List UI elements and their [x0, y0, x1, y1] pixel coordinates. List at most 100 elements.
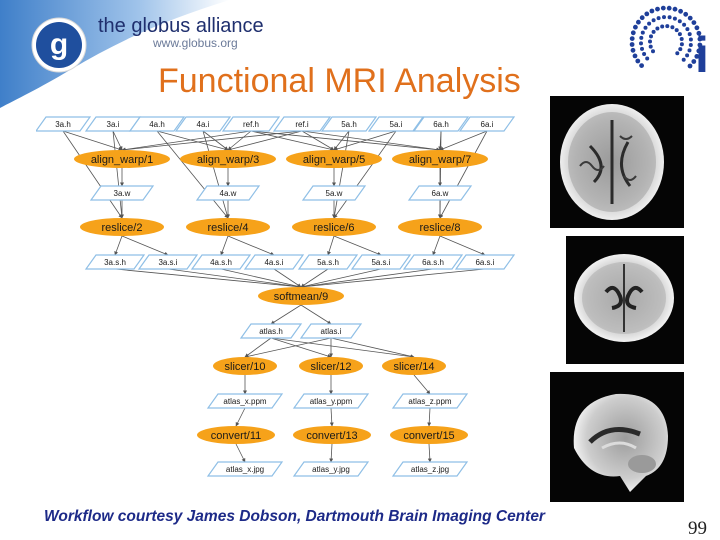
file-node-label: atlas_x.ppm [223, 397, 266, 406]
job-node-label: reslice/8 [420, 222, 461, 234]
job-node-label: convert/11 [211, 430, 262, 442]
workflow-edge-refi-to-aw1 [121, 130, 303, 152]
file-node-f5aw: 5a.w [301, 185, 367, 201]
file-node-label: 6a.s.i [475, 258, 494, 267]
workflow-edge-rs4-to-f4ash [220, 235, 229, 256]
file-node-shape [350, 254, 412, 270]
file-node-shape [174, 116, 232, 132]
file-node-atlasz_jpg: atlas_z.jpg [391, 461, 469, 477]
workflow-edge-f5ah-to-aw5 [333, 130, 350, 151]
brain-scan-sagittal-image [550, 372, 684, 502]
file-node-shape [391, 393, 469, 409]
job-node-shape [180, 150, 276, 168]
file-node-label: 4a.h [149, 120, 165, 129]
globus-logo-letter: g [50, 28, 68, 61]
file-node-f4asi: 4a.s.i [243, 254, 305, 270]
job-node-shape [258, 287, 344, 305]
file-node-f6asi: 6a.s.i [454, 254, 516, 270]
workflow-edge-f5ah-to-rs6 [332, 130, 350, 219]
file-node-label: atlas_z.ppm [408, 397, 451, 406]
brain-scan-axial-2-image [566, 236, 684, 364]
workflow-edge-rs4-to-f4asi [227, 235, 275, 256]
file-node-shape [89, 185, 155, 201]
file-node-label: 3a.w [114, 189, 131, 198]
job-node-rs8: reslice/8 [398, 218, 482, 236]
file-node-f3ash: 3a.s.h [84, 254, 146, 270]
job-node-sl14: slicer/14 [382, 357, 446, 375]
file-node-shape [454, 254, 516, 270]
workflow-edge-refh-to-aw7 [250, 130, 441, 152]
file-node-label: 3a.s.h [104, 258, 126, 267]
job-node-shape [293, 426, 371, 444]
workflow-edge-f3ah-to-rs2 [62, 130, 123, 219]
job-node-label: align_warp/3 [197, 154, 259, 166]
workflow-edge-cv15-to-atlasz_jpg [427, 443, 432, 463]
file-node-atlasz_ppm: atlas_z.ppm [391, 393, 469, 409]
file-node-label: ref.h [243, 120, 259, 129]
file-node-label: 4a.s.h [210, 258, 232, 267]
job-node-cv13: convert/13 [293, 426, 371, 444]
workflow-edge-f6ah-to-rs8 [438, 130, 443, 219]
job-node-shape [80, 218, 164, 236]
workflow-edge-refi-to-aw7 [301, 130, 441, 152]
workflow-edge-atlasi-to-sl10 [244, 337, 332, 359]
file-node-shape [243, 254, 305, 270]
file-node-shape [137, 254, 199, 270]
job-node-label: align_warp/7 [409, 154, 471, 166]
workflow-edge-refh-to-aw1 [121, 130, 252, 152]
file-node-shape [221, 116, 281, 132]
job-node-shape [390, 426, 468, 444]
file-node-label: 4a.s.i [264, 258, 283, 267]
workflow-edge-f6ai-to-rs8 [439, 130, 488, 219]
workflow-edge-f6ash-to-sm9 [300, 268, 434, 289]
file-node-label: 6a.i [481, 120, 494, 129]
workflow-edge-f4ai-to-rs4 [202, 130, 229, 219]
workflow-edge-f5asi-to-sm9 [300, 268, 382, 289]
file-node-f6ash: 6a.s.h [402, 254, 464, 270]
job-node-label: slicer/14 [394, 361, 435, 373]
job-node-shape [299, 357, 363, 375]
workflow-edge-atlasx_ppm-to-cv11 [235, 407, 246, 427]
file-node-label: 5a.s.h [317, 258, 339, 267]
file-node-shape [292, 461, 370, 477]
job-node-label: reslice/2 [102, 222, 143, 234]
file-node-shape [128, 116, 186, 132]
workflow-edge-refi-to-aw5 [301, 130, 335, 151]
file-node-shape [407, 185, 473, 201]
workflow-edge-sm9-to-atlash [270, 304, 302, 325]
file-node-label: atlas_z.jpg [411, 465, 449, 474]
file-node-label: 4a.w [220, 189, 237, 198]
workflow-edge-rs8-to-f6asi [439, 235, 486, 256]
job-node-shape [213, 357, 277, 375]
file-node-f4ash: 4a.s.h [190, 254, 252, 270]
workflow-edge-atlasi-to-sl14 [330, 337, 415, 359]
file-node-label: 4a.i [197, 120, 210, 129]
job-node-aw1: align_warp/1 [74, 150, 170, 168]
workflow-edge-f4ah-to-aw3 [156, 130, 229, 152]
file-node-f4ai: 4a.i [174, 116, 232, 132]
job-node-aw3: align_warp/3 [180, 150, 276, 168]
job-node-shape [74, 150, 170, 168]
workflow-edge-f4ah-to-rs4 [156, 130, 229, 219]
file-node-label: 5a.s.i [371, 258, 390, 267]
file-node-refi: ref.i [272, 116, 332, 132]
workflow-edge-f6ai-to-aw7 [439, 130, 488, 151]
file-node-f4ah: 4a.h [128, 116, 186, 132]
file-node-f5ash: 5a.s.h [297, 254, 359, 270]
file-node-f5ai: 5a.i [367, 116, 425, 132]
workflow-edge-sm9-to-atlasi [300, 304, 332, 325]
job-node-label: slicer/12 [311, 361, 352, 373]
file-node-label: ref.i [295, 120, 309, 129]
workflow-edge-rs2-to-f3ash [114, 235, 123, 256]
workflow-edge-atlash-to-sl12 [270, 337, 332, 358]
workflow-edge-rs2-to-f3asi [121, 235, 169, 256]
file-node-shape [458, 116, 516, 132]
file-node-f4aw: 4a.w [195, 185, 261, 201]
file-node-label: atlas_y.jpg [312, 465, 350, 474]
job-node-label: convert/15 [403, 430, 454, 442]
file-node-atlasy_ppm: atlas_y.ppm [292, 393, 370, 409]
file-node-atlash: atlas.h [239, 323, 303, 339]
file-node-shape [239, 323, 303, 339]
file-node-f3ah: 3a.h [36, 116, 92, 132]
slide-title: Functional MRI Analysis [158, 62, 521, 100]
